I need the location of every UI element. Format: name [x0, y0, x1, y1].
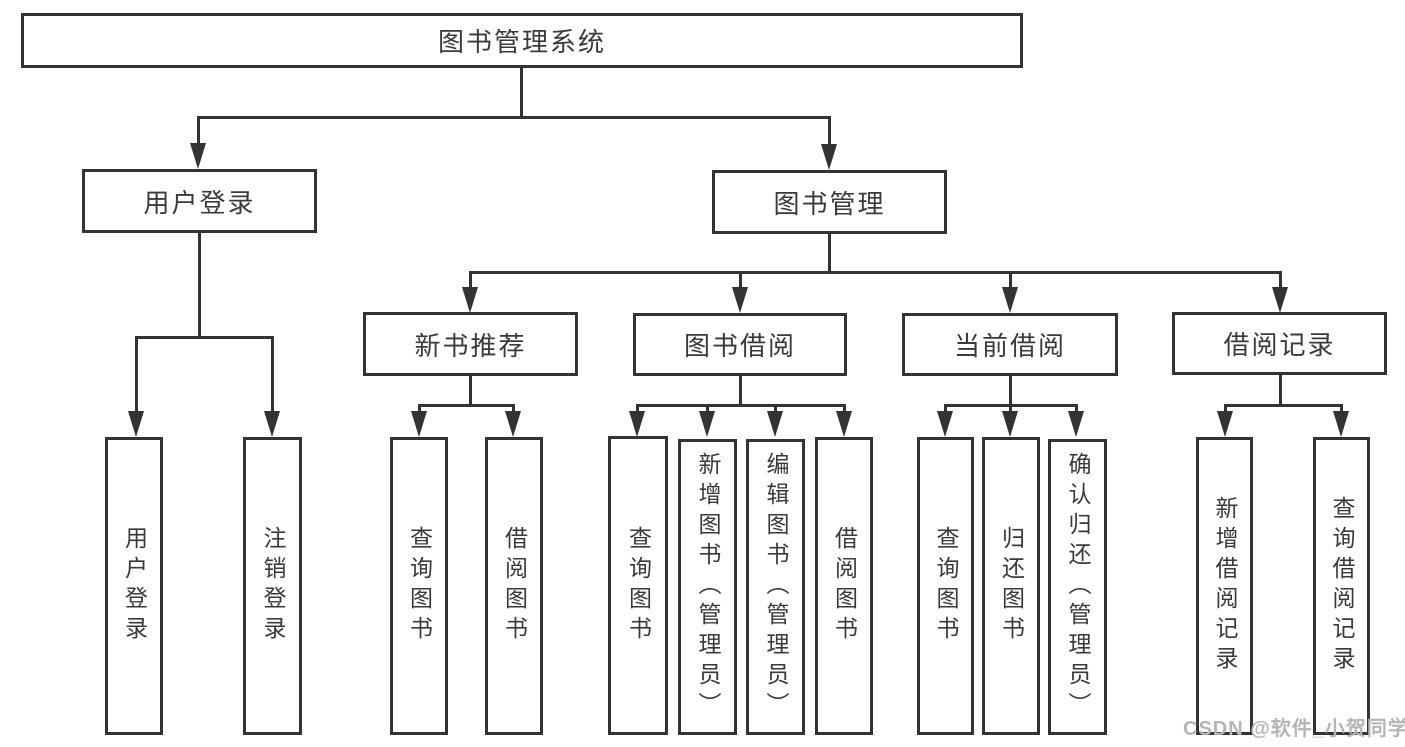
node-label: 图书借阅 — [683, 331, 796, 361]
leaf-confirm-return-admin: 确认归还（管理员） — [1048, 439, 1107, 735]
leaf-label: 用户登录 — [121, 526, 148, 646]
node-label: 新书推荐 — [414, 330, 527, 361]
arrowhead-down-icon — [1068, 411, 1084, 437]
arrowhead-down-icon — [937, 411, 953, 437]
leaf-return-books: 归还图书 — [982, 437, 1040, 735]
arrowhead-down-icon — [767, 411, 783, 437]
arrowhead-down-icon — [699, 411, 715, 437]
node-library-management-system: 图书管理系统 — [21, 13, 1023, 68]
connector-line — [197, 116, 200, 146]
arrowhead-down-icon — [411, 411, 427, 437]
leaf-label: 借阅图书 — [831, 526, 858, 646]
connector-line — [1009, 376, 1012, 405]
arrowhead-down-icon — [1002, 287, 1018, 313]
node-label: 借阅记录 — [1223, 330, 1336, 360]
arrowhead-down-icon — [190, 143, 206, 169]
arrowhead-down-icon — [1217, 411, 1233, 437]
arrowhead-down-icon — [505, 411, 521, 437]
leaf-label: 新增借阅记录 — [1212, 496, 1238, 676]
connector-line — [512, 404, 515, 413]
arrowhead-down-icon — [1002, 411, 1018, 437]
connector-line — [1279, 271, 1282, 290]
connector-line — [828, 116, 831, 146]
node-user-login: 用户登录 — [82, 169, 317, 233]
leaf-edit-books-admin: 编辑图书（管理员） — [746, 439, 805, 735]
node-label: 图书管理系统 — [437, 27, 606, 57]
leaf-query-books: 查询图书 — [390, 437, 448, 735]
connector-line — [135, 336, 274, 339]
leaf-label: 查询图书 — [625, 525, 652, 646]
node-current-borrowing: 当前借阅 — [902, 313, 1118, 376]
csdn-watermark: CSDN @软件_小贺同学 — [1183, 718, 1405, 740]
node-book-borrowing: 图书借阅 — [633, 313, 847, 376]
connector-line — [271, 336, 274, 414]
connector-line — [739, 271, 742, 290]
connector-line — [774, 404, 777, 413]
leaf-borrow-books: 借阅图书 — [815, 437, 873, 735]
connector-line — [636, 404, 845, 407]
leaf-label: 查询图书 — [933, 526, 959, 646]
connector-line — [1009, 271, 1012, 290]
connector-line — [469, 271, 1282, 274]
leaf-label: 查询借阅记录 — [1329, 496, 1355, 676]
connector-line — [1009, 404, 1012, 413]
node-new-book-recommendation: 新书推荐 — [363, 312, 578, 376]
connector-line — [198, 233, 201, 337]
connector-line — [739, 376, 742, 405]
arrowhead-down-icon — [1333, 411, 1349, 437]
leaf-add-borrow-record: 新增借阅记录 — [1196, 437, 1253, 735]
leaf-label: 注销登录 — [260, 526, 286, 646]
leaf-label: 归还图书 — [998, 526, 1025, 646]
leaf-label: 查询图书 — [406, 526, 433, 646]
connector-line — [418, 404, 421, 413]
connector-line — [1340, 404, 1343, 413]
connector-line — [944, 404, 947, 413]
connector-line — [197, 116, 831, 119]
node-label: 用户登录 — [143, 187, 256, 218]
connector-line — [469, 271, 472, 290]
connector-line — [418, 404, 515, 407]
arrowhead-down-icon — [462, 287, 478, 313]
leaf-label: 借阅图书 — [501, 526, 528, 646]
connector-line — [135, 336, 138, 414]
arrowhead-down-icon — [732, 287, 748, 313]
connector-line — [469, 376, 472, 405]
leaf-add-books-admin: 新增图书（管理员） — [678, 439, 737, 735]
arrowhead-down-icon — [836, 411, 852, 437]
connector-line — [706, 404, 709, 413]
leaf-label: 新增图书（管理员） — [695, 452, 721, 722]
node-book-management: 图书管理 — [712, 170, 947, 234]
leaf-logout: 注销登录 — [243, 437, 302, 735]
leaf-label: 确认归还（管理员） — [1065, 452, 1091, 722]
connector-line — [828, 234, 831, 273]
leaf-query-books: 查询图书 — [917, 437, 974, 735]
node-label: 当前借阅 — [953, 331, 1066, 361]
connector-line — [1075, 404, 1078, 413]
arrowhead-down-icon — [1272, 287, 1288, 313]
leaf-user-login: 用户登录 — [105, 437, 163, 735]
connector-line — [1224, 404, 1343, 407]
connector-line — [1224, 404, 1227, 413]
connector-line — [1279, 375, 1282, 405]
arrowhead-down-icon — [128, 411, 144, 437]
node-label: 图书管理 — [773, 188, 886, 219]
arrowhead-down-icon — [629, 411, 645, 437]
arrowhead-down-icon — [264, 411, 280, 437]
arrowhead-down-icon — [821, 144, 837, 170]
node-borrowing-records: 借阅记录 — [1172, 312, 1387, 375]
connector-line — [636, 404, 639, 413]
connector-line — [843, 404, 846, 413]
leaf-query-borrow-record: 查询借阅记录 — [1313, 437, 1370, 735]
leaf-label: 编辑图书（管理员） — [763, 452, 789, 722]
leaf-borrow-books: 借阅图书 — [485, 437, 543, 735]
leaf-query-books: 查询图书 — [608, 436, 668, 735]
connector-line — [520, 68, 523, 117]
